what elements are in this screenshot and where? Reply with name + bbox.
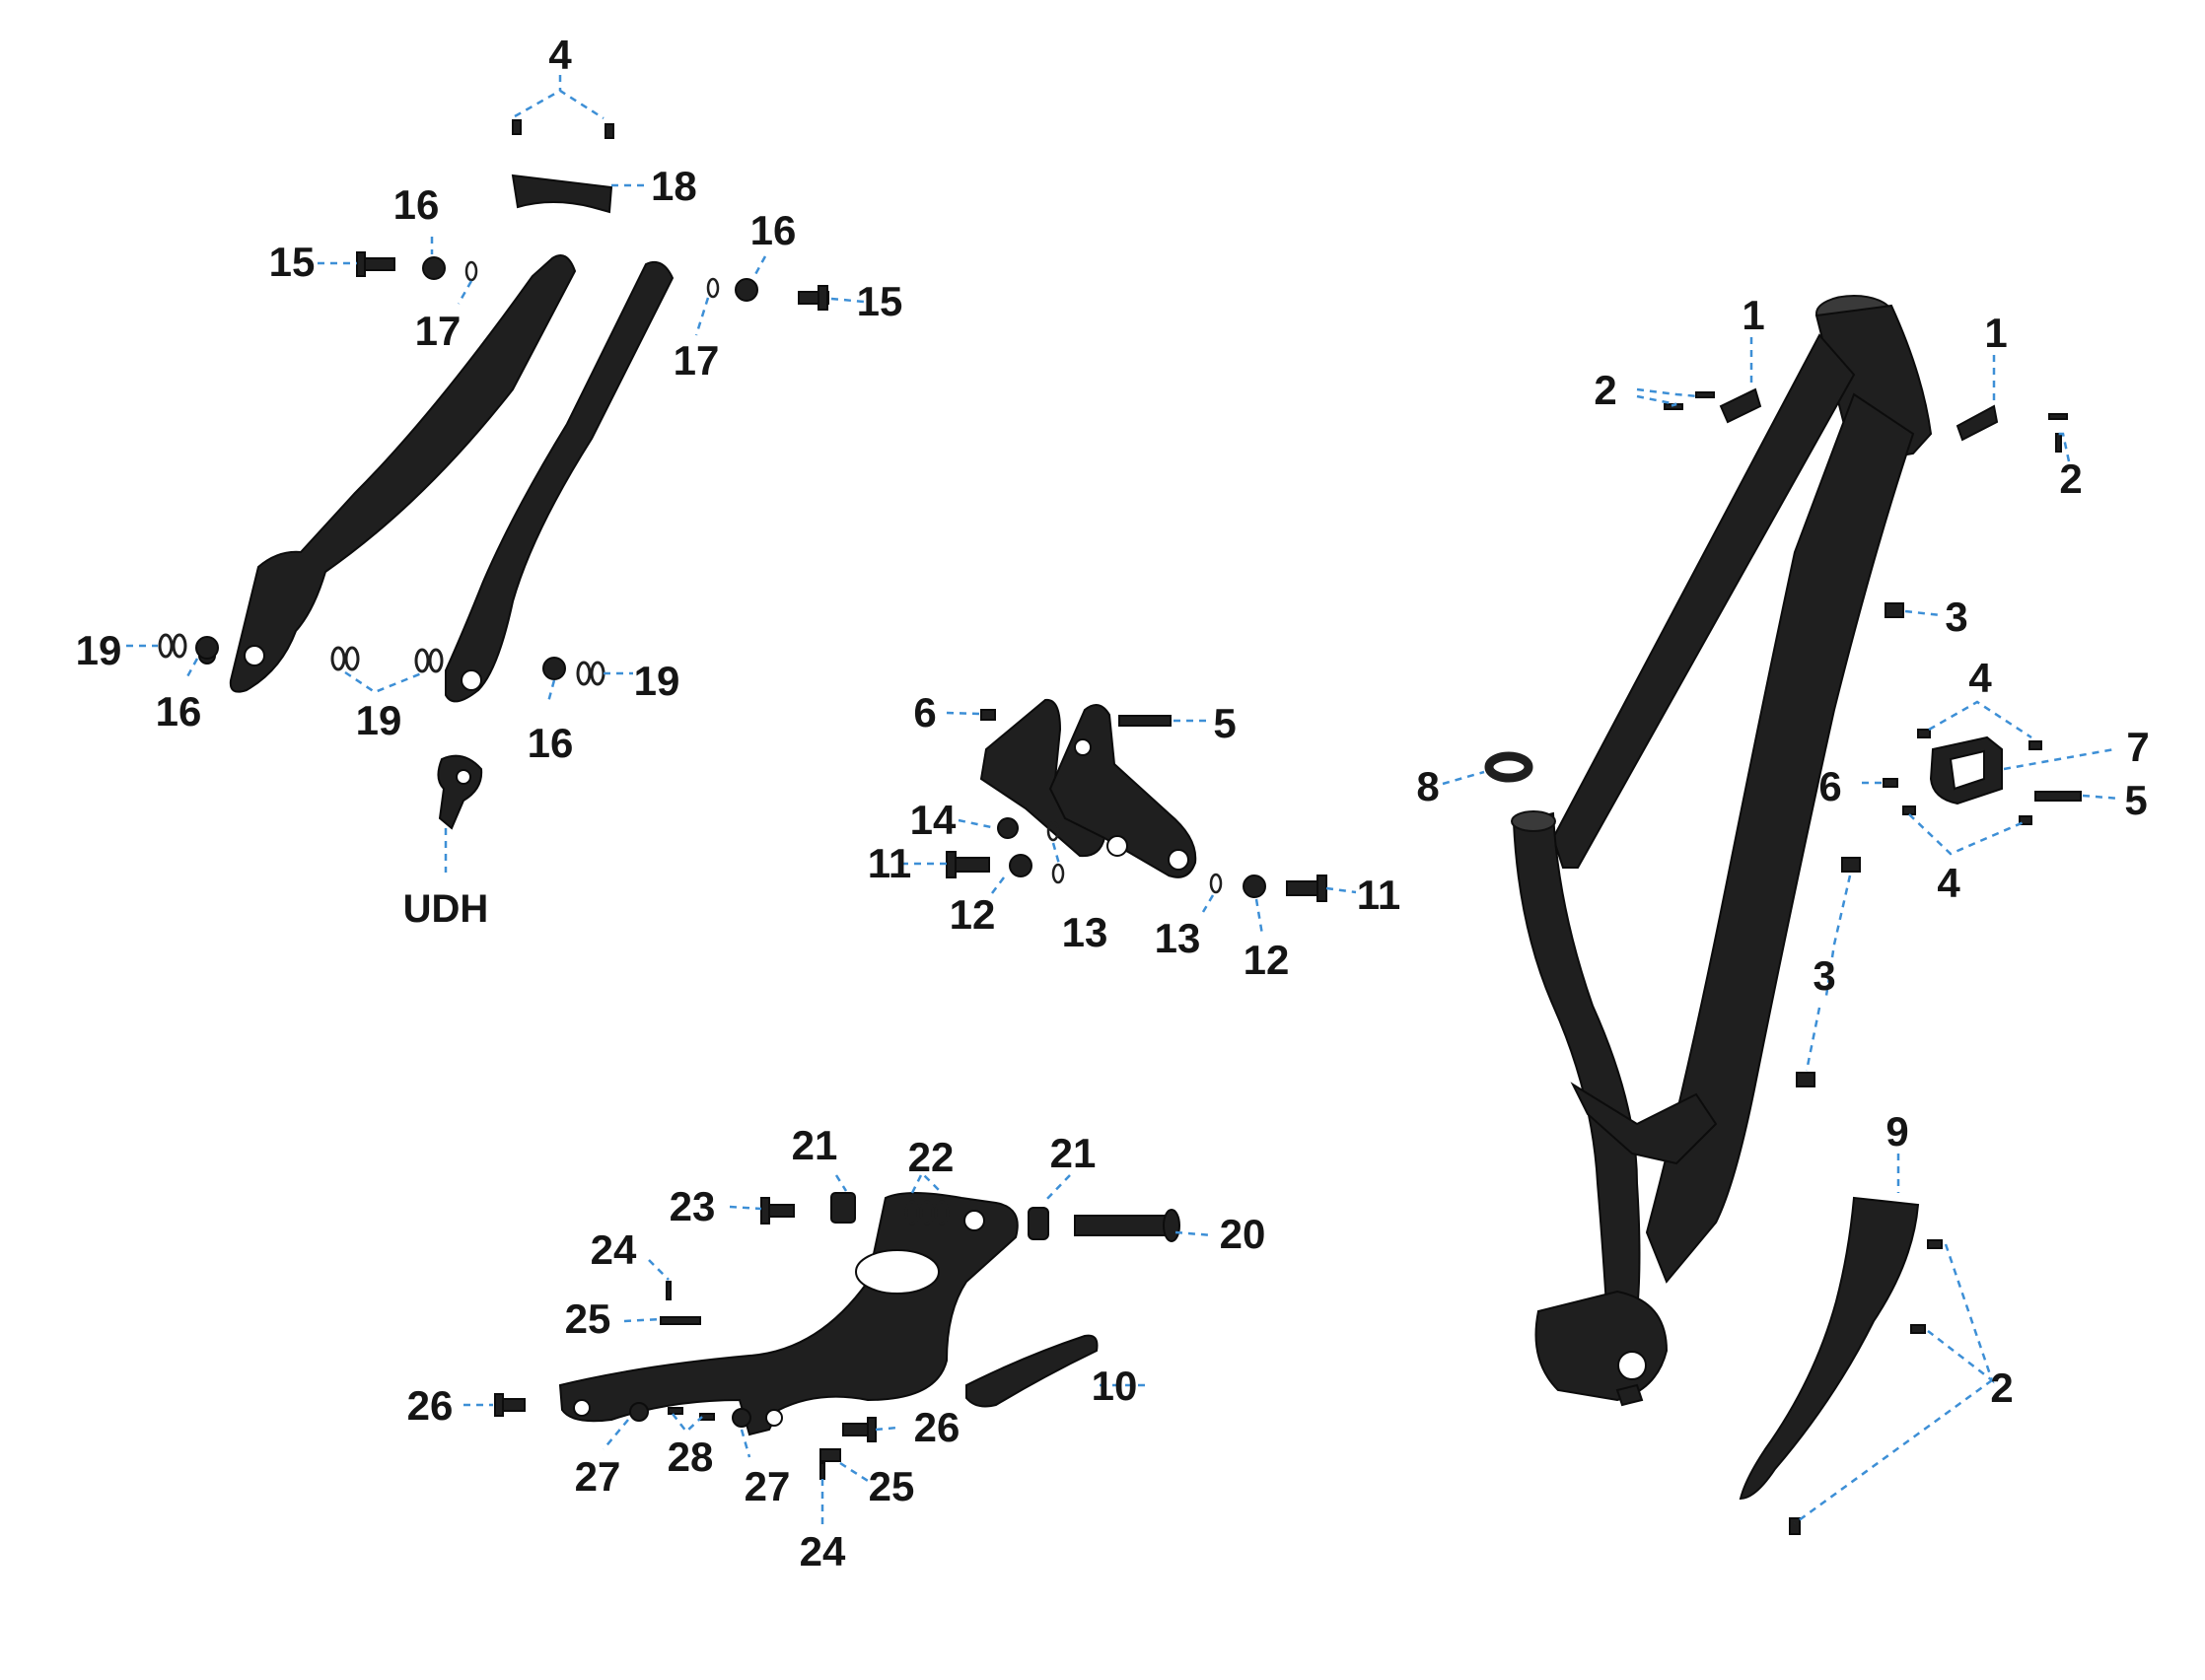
callout-21-left: 21 (792, 1122, 838, 1168)
downtube-guard (1739, 1196, 1920, 1501)
callout-2-top-right: 2 (2059, 455, 2082, 502)
callout-11-left: 11 (868, 840, 911, 886)
callout-4-lower: 4 (1937, 860, 1960, 906)
cable-guide-left (1719, 387, 1762, 424)
main-frame (1511, 295, 1933, 1407)
callout-25-top: 25 (565, 1295, 611, 1342)
callout-19-mid: 19 (356, 697, 402, 743)
callout-1-right: 1 (1984, 310, 2007, 356)
callout-13-left: 13 (1062, 909, 1108, 955)
callout-4-top: 4 (548, 32, 572, 78)
callout-udh: UDH (403, 887, 489, 931)
callout-25-bottom: 25 (869, 1463, 915, 1509)
callout-12-left: 12 (950, 891, 996, 938)
callout-17-right: 17 (674, 337, 720, 384)
callout-28: 28 (668, 1434, 714, 1480)
callout-20: 20 (1220, 1211, 1266, 1257)
callout-24-bottom: 24 (800, 1528, 846, 1575)
callout-3-lower: 3 (1813, 952, 1835, 999)
callout-19-right: 19 (634, 658, 680, 704)
seat-stay-bridge (511, 174, 613, 214)
callout-13-right: 13 (1155, 915, 1201, 961)
callout-1-left: 1 (1742, 292, 1764, 338)
callout-16-d: 16 (528, 720, 574, 766)
callout-16-a: 16 (393, 181, 440, 228)
down-tube (1645, 392, 1915, 1284)
callout-6-frame: 6 (1818, 763, 1841, 809)
udh-hanger (437, 754, 483, 830)
right-seat-stay (445, 260, 675, 703)
parts-layer (158, 119, 2082, 1535)
callout-12-right: 12 (1244, 937, 1290, 983)
callout-2-bottom: 2 (1990, 1365, 2013, 1411)
chainstay-protector (965, 1334, 1099, 1408)
callout-6-link: 6 (913, 689, 936, 735)
seat-clamp (1484, 751, 1533, 783)
callout-5-frame: 5 (2124, 777, 2147, 823)
bottom-bracket (1534, 1290, 1669, 1402)
callout-4-upper: 4 (1968, 655, 1992, 701)
callout-24-top: 24 (591, 1226, 637, 1273)
callout-10: 10 (1092, 1363, 1138, 1409)
callout-9: 9 (1885, 1108, 1908, 1155)
seat-tube (1512, 811, 1641, 1323)
callout-15-right: 15 (857, 278, 903, 324)
callout-7: 7 (2126, 724, 2149, 770)
callout-27-right: 27 (745, 1463, 791, 1509)
callout-21-right: 21 (1050, 1130, 1097, 1176)
callout-26-right: 26 (914, 1404, 960, 1450)
callout-23: 23 (670, 1183, 716, 1229)
cable-guide-right (1956, 404, 1999, 442)
callout-8: 8 (1416, 763, 1439, 809)
cable-plug-middle (1841, 857, 1861, 873)
leader-lines (126, 75, 2121, 1528)
callout-22: 22 (908, 1134, 955, 1180)
callout-16-c: 16 (156, 688, 202, 735)
callout-26-left: 26 (407, 1382, 454, 1429)
callout-27-left: 27 (575, 1453, 621, 1500)
cable-plug-upper (1885, 602, 1904, 618)
top-tube (1551, 333, 1856, 869)
callout-17-left: 17 (415, 308, 462, 354)
cable-plug-lower (1796, 1072, 1815, 1087)
callout-14: 14 (910, 797, 957, 843)
frame-brace (1570, 1082, 1718, 1165)
callout-19-left: 19 (76, 627, 122, 673)
callout-11-right: 11 (1357, 872, 1400, 918)
hardware (158, 119, 2082, 1535)
callout-15-left: 15 (269, 239, 316, 285)
callout-labels: 4 18 16 15 17 16 15 17 19 16 19 16 19 UD… (76, 32, 2150, 1575)
callout-3-upper: 3 (1945, 594, 1967, 640)
left-seat-stay (229, 254, 577, 693)
callout-5-link: 5 (1213, 700, 1236, 746)
callout-2-top-left: 2 (1594, 367, 1616, 413)
callout-18: 18 (651, 163, 697, 209)
callout-16-b: 16 (750, 207, 797, 253)
